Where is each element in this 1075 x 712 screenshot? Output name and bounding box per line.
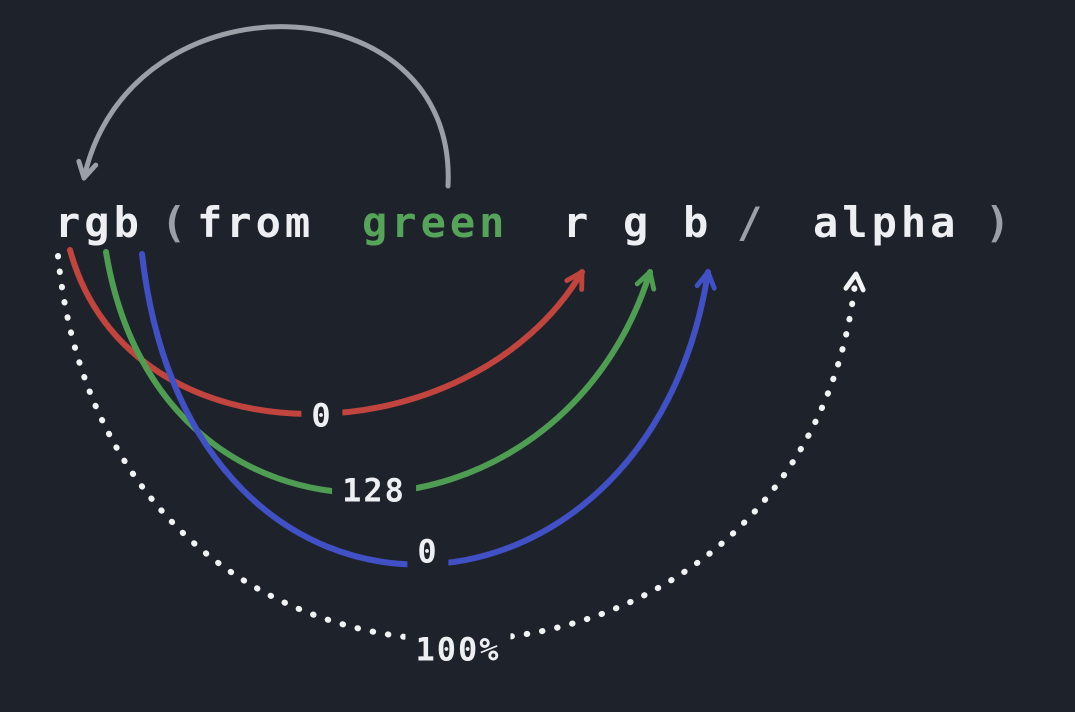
origin-color-arrow bbox=[76, 24, 451, 189]
token-channel-b: b bbox=[683, 198, 713, 247]
token-from-keyword: from bbox=[197, 198, 315, 247]
blue-channel-value-label: 0 bbox=[407, 534, 449, 570]
green-channel-value-label: 128 bbox=[332, 473, 416, 509]
token-channel-g: g bbox=[623, 198, 653, 247]
token-function-name: rgb bbox=[55, 198, 143, 247]
alpha-value-label: 100% bbox=[405, 632, 511, 668]
token-slash: / bbox=[737, 198, 767, 247]
token-channel-r: r bbox=[563, 198, 593, 247]
token-close-paren: ) bbox=[985, 198, 1015, 247]
red-channel-value-label: 0 bbox=[301, 398, 343, 434]
token-open-paren: ( bbox=[161, 198, 191, 247]
token-origin-color: green bbox=[362, 198, 509, 247]
token-alpha-keyword: alpha bbox=[813, 198, 960, 247]
